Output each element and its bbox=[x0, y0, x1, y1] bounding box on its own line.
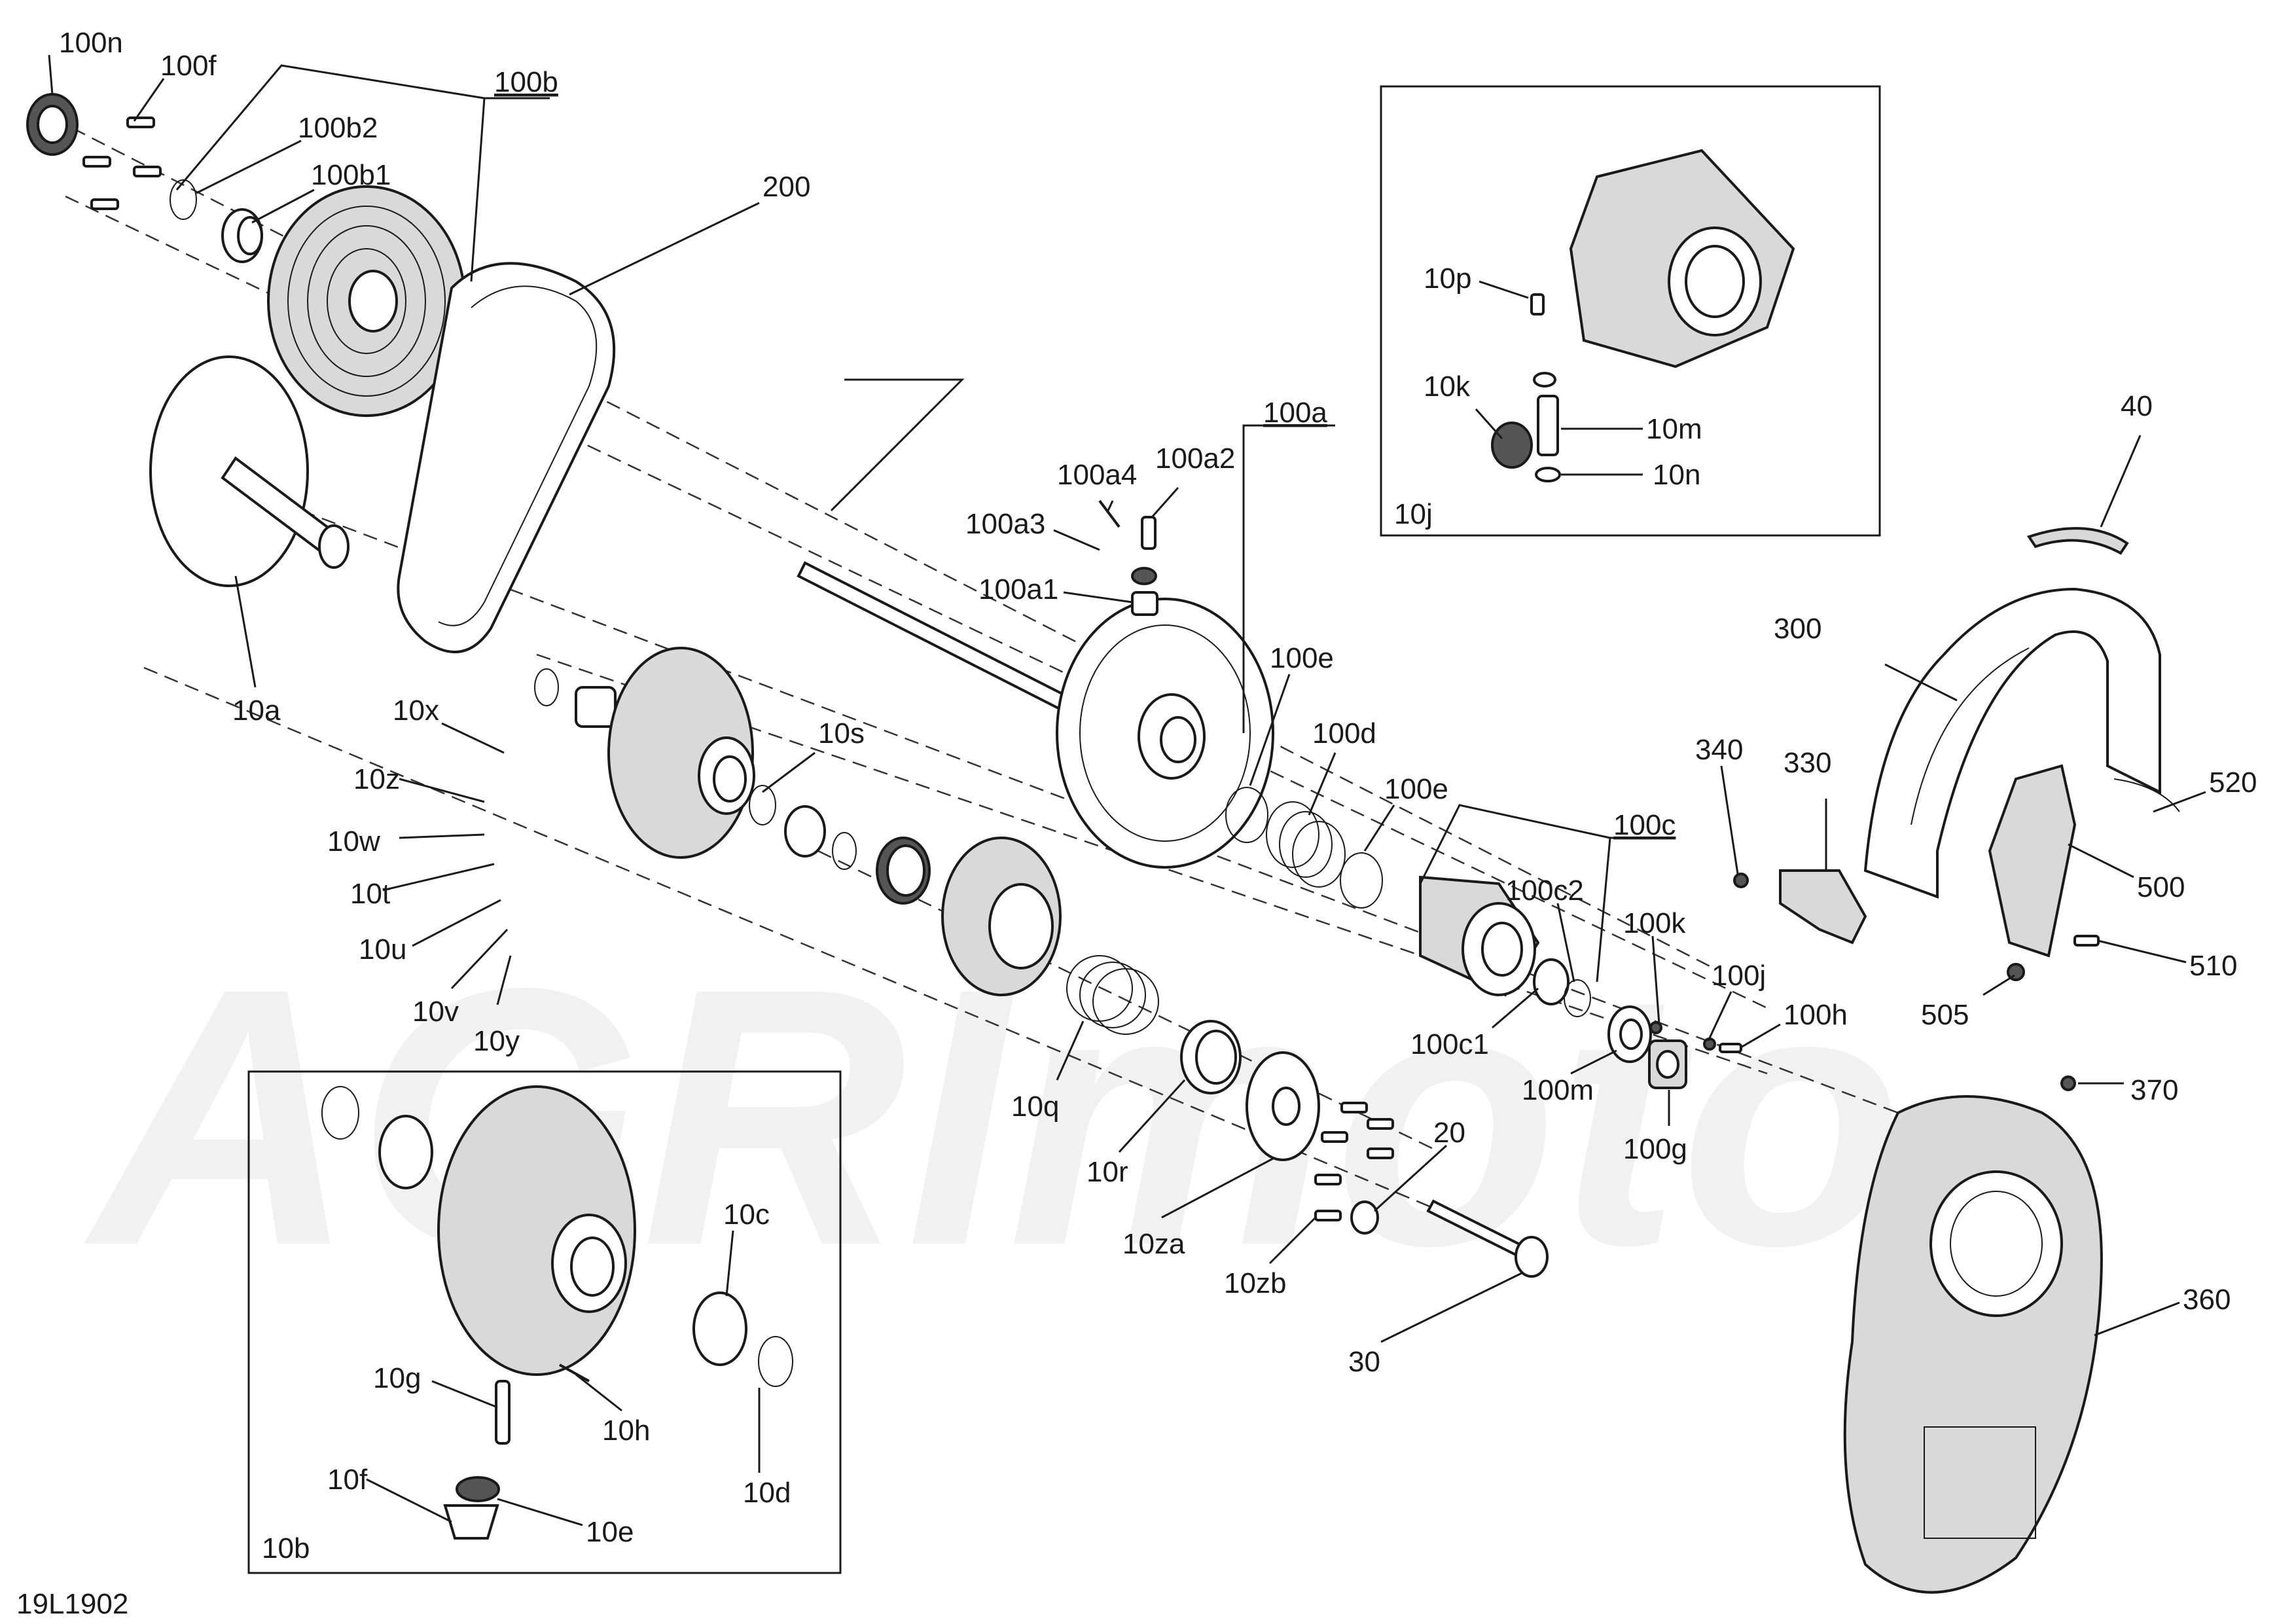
label-370: 370 bbox=[2130, 1074, 2178, 1106]
label-10b: 10b bbox=[262, 1532, 310, 1564]
part-100b2-ring bbox=[170, 179, 197, 220]
label-10s: 10s bbox=[818, 717, 865, 749]
label-100j: 100j bbox=[1712, 960, 1766, 992]
label-30: 30 bbox=[1348, 1346, 1380, 1378]
label-10a: 10a bbox=[232, 695, 281, 727]
label-100f: 100f bbox=[160, 50, 217, 82]
part-30-bolt bbox=[1426, 1199, 1549, 1278]
label-100m: 100m bbox=[1522, 1074, 1594, 1106]
label-10z: 10z bbox=[353, 763, 400, 795]
part-10a-fixed-sheave bbox=[149, 355, 350, 587]
label-100e-b: 100e bbox=[1384, 773, 1448, 805]
detail-box-10b bbox=[247, 1070, 842, 1574]
label-100a3: 100a3 bbox=[965, 508, 1045, 540]
label-520: 520 bbox=[2209, 767, 2257, 799]
label-10za: 10za bbox=[1122, 1228, 1185, 1260]
part-drive-pulley-housing bbox=[534, 647, 755, 859]
label-10zb: 10zb bbox=[1224, 1267, 1286, 1299]
label-100c1: 100c1 bbox=[1410, 1028, 1489, 1060]
label-10c: 10c bbox=[723, 1199, 770, 1231]
part-100g-bracket bbox=[1648, 1021, 1742, 1089]
label-10f: 10f bbox=[327, 1464, 368, 1496]
part-10zb-screws bbox=[1314, 1102, 1394, 1221]
part-20-washer bbox=[1350, 1200, 1379, 1235]
label-10h: 10h bbox=[602, 1415, 650, 1447]
part-100d-spring bbox=[1266, 801, 1346, 888]
label-10e: 10e bbox=[586, 1516, 634, 1548]
part-10za-cap bbox=[1246, 1051, 1320, 1161]
part-10r-bushing bbox=[1180, 1020, 1242, 1094]
part-10j-spider-detail bbox=[1491, 149, 1795, 482]
label-40: 40 bbox=[2121, 390, 2153, 422]
label-10k: 10k bbox=[1424, 370, 1471, 403]
part-100e-rings bbox=[1225, 787, 1383, 909]
label-10g: 10g bbox=[373, 1362, 421, 1394]
part-100f-screws bbox=[82, 117, 162, 210]
part-360-cover bbox=[1843, 1075, 2103, 1594]
label-10r: 10r bbox=[1086, 1156, 1128, 1188]
detail-box-10j bbox=[1380, 85, 1881, 537]
part-100m-washer bbox=[1607, 1005, 1652, 1063]
label-10j: 10j bbox=[1394, 498, 1433, 530]
label-10q: 10q bbox=[1011, 1091, 1059, 1123]
part-100a-driven-sheave-shaft bbox=[797, 561, 1274, 869]
label-10w: 10w bbox=[327, 825, 380, 857]
label-10t: 10t bbox=[350, 878, 390, 910]
label-340: 340 bbox=[1695, 734, 1743, 766]
part-100c1-100c2 bbox=[1533, 958, 1591, 1017]
label-330: 330 bbox=[1784, 747, 1831, 779]
label-505: 505 bbox=[1921, 999, 1969, 1031]
label-100k: 100k bbox=[1623, 907, 1686, 939]
label-10x: 10x bbox=[393, 695, 439, 727]
label-10m: 10m bbox=[1646, 413, 1702, 445]
diagram-code: 19L1902 bbox=[16, 1588, 128, 1620]
label-100c: 100c bbox=[1613, 809, 1676, 841]
label-100b: 100b bbox=[494, 66, 558, 98]
label-100c2: 100c2 bbox=[1505, 875, 1584, 907]
label-100h: 100h bbox=[1784, 999, 1848, 1031]
part-spider bbox=[941, 837, 1062, 996]
label-10d: 10d bbox=[743, 1477, 791, 1509]
part-500-bracket bbox=[1988, 764, 2180, 981]
label-100a: 100a bbox=[1263, 397, 1327, 429]
part-100n-bearing bbox=[26, 93, 79, 156]
label-100n: 100n bbox=[59, 27, 123, 59]
part-10s-ring bbox=[749, 785, 931, 905]
part-100c-cam bbox=[1419, 875, 1540, 997]
label-200: 200 bbox=[762, 171, 810, 203]
label-10n: 10n bbox=[1653, 459, 1700, 491]
label-20: 20 bbox=[1433, 1117, 1465, 1149]
label-10p: 10p bbox=[1424, 262, 1471, 295]
part-200-drive-belt bbox=[397, 262, 616, 653]
label-100a4: 100a4 bbox=[1057, 459, 1137, 491]
part-100a-small-parts bbox=[1098, 499, 1158, 616]
part-100b1-bushing bbox=[221, 208, 263, 263]
label-100e-a: 100e bbox=[1270, 642, 1334, 674]
part-300-guard bbox=[1863, 587, 2161, 899]
part-10b-drive-housing-detail bbox=[321, 1085, 793, 1540]
part-10q-spring bbox=[1066, 955, 1159, 1035]
label-100a2: 100a2 bbox=[1155, 442, 1235, 475]
label-100g: 100g bbox=[1623, 1133, 1687, 1165]
label-10y: 10y bbox=[473, 1025, 520, 1057]
label-100b1: 100b1 bbox=[311, 159, 391, 191]
label-100d: 100d bbox=[1312, 717, 1376, 749]
part-40-clip bbox=[2026, 527, 2129, 555]
label-300: 300 bbox=[1774, 613, 1821, 645]
label-100a1: 100a1 bbox=[978, 573, 1058, 605]
callout-labels: 100n 100f 100b 100b2 100b1 200 10a 100a … bbox=[16, 27, 2257, 1620]
label-100b2: 100b2 bbox=[298, 112, 378, 144]
leader-lines bbox=[48, 54, 2206, 1526]
label-10v: 10v bbox=[412, 996, 459, 1028]
label-510: 510 bbox=[2189, 950, 2237, 982]
label-360: 360 bbox=[2183, 1284, 2231, 1316]
label-500: 500 bbox=[2137, 871, 2185, 903]
part-100b-sheave bbox=[267, 185, 466, 417]
label-10u: 10u bbox=[359, 933, 406, 965]
part-330-bracket bbox=[1733, 869, 1867, 945]
